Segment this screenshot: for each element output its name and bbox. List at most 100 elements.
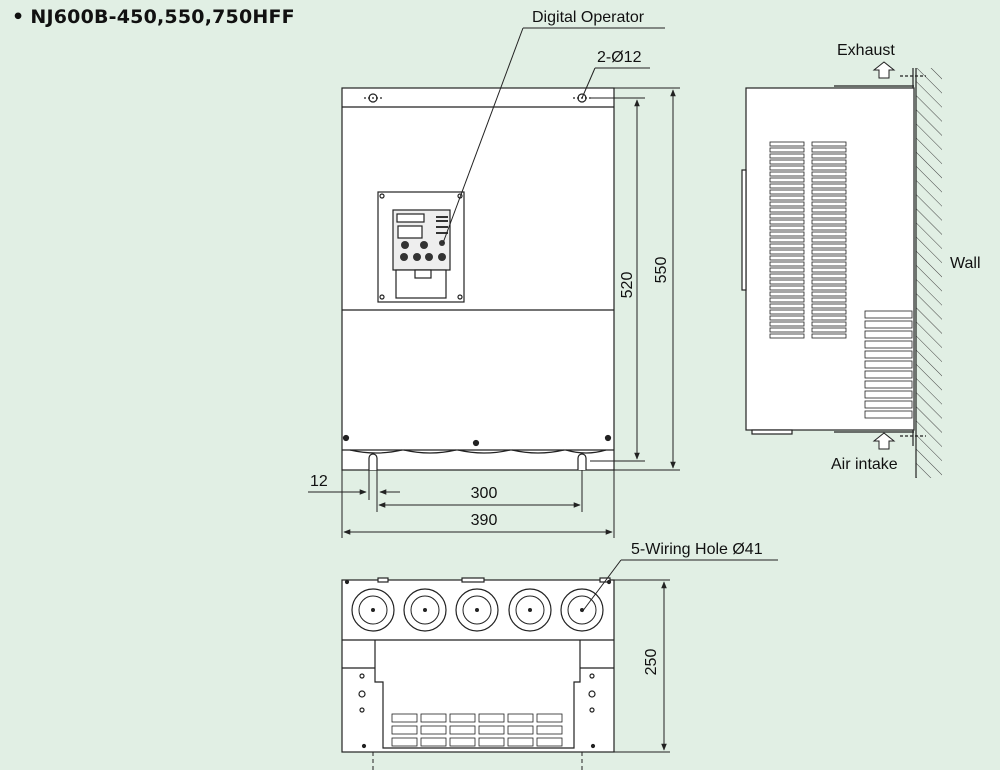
vent-slat (769, 225, 805, 231)
height-outer-label: 550 (653, 257, 670, 284)
vent-slat (769, 165, 805, 171)
depth-dimension (614, 579, 670, 753)
vent-slats-right (811, 141, 847, 339)
model-title: NJ600B-450,550,750HFF (30, 6, 295, 28)
wiring-hole-center (371, 608, 375, 612)
vent-slat (769, 231, 805, 237)
page-title: •NJ600B-450,550,750HFF (12, 6, 295, 28)
vent-slat (811, 237, 847, 243)
vent-slat (769, 195, 805, 201)
side-holes (344, 579, 612, 749)
vent-slot (536, 713, 563, 723)
vent-slat (769, 273, 805, 279)
vent-slat (811, 231, 847, 237)
height-dimensions (590, 87, 680, 471)
vent-slat (811, 261, 847, 267)
vent-slats-left (769, 141, 805, 339)
front-view (341, 87, 615, 471)
vent-slat (811, 333, 847, 339)
vent-slat (769, 141, 805, 147)
vent-slat (864, 390, 913, 399)
vent-slat (811, 273, 847, 279)
vent-slat (811, 177, 847, 183)
mount-holes-label: 2-Ø12 (597, 49, 642, 66)
vent-slot (507, 713, 534, 723)
wiring-holes (351, 588, 604, 632)
vent-slat (811, 225, 847, 231)
vent-slat (811, 195, 847, 201)
mount-slot-bottom-right (577, 453, 587, 470)
vent-slat (811, 147, 847, 153)
vent-slat (769, 237, 805, 243)
vent-slot (478, 713, 505, 723)
vent-slat (769, 207, 805, 213)
vent-slot (449, 725, 476, 735)
vent-slot (449, 713, 476, 723)
vent-slot (391, 725, 418, 735)
vent-slot (536, 737, 563, 747)
screw-dot (472, 439, 480, 447)
vent-slat (811, 303, 847, 309)
vent-slot (391, 713, 418, 723)
vent-slat (811, 327, 847, 333)
vent-slat (864, 340, 913, 349)
vent-slat (769, 171, 805, 177)
vent-slat (811, 309, 847, 315)
keypad-buttons (400, 216, 448, 261)
vent-slat (769, 243, 805, 249)
keypad-base-notch (414, 269, 432, 279)
cable-entry-bumps (349, 449, 607, 454)
vent-slat (864, 330, 913, 339)
vent-slat (864, 350, 913, 359)
vent-slat (769, 285, 805, 291)
vent-slat (811, 207, 847, 213)
vent-slat (769, 159, 805, 165)
vent-slat (864, 410, 913, 419)
bottom-vent-slots (391, 713, 563, 747)
hole-pitch-label: 300 (471, 485, 498, 502)
mount-slot-bottom-left (368, 453, 378, 470)
vent-slat (769, 279, 805, 285)
vent-slat (864, 400, 913, 409)
vent-slat (769, 183, 805, 189)
vent-slats-lower (864, 310, 913, 419)
keypad-display (396, 213, 425, 223)
keypad-display (397, 225, 423, 239)
vent-slat (811, 213, 847, 219)
vent-slat (864, 360, 913, 369)
vent-slat (769, 201, 805, 207)
vent-slat (769, 309, 805, 315)
vent-slat (769, 333, 805, 339)
vent-slat (769, 189, 805, 195)
vent-slot (507, 725, 534, 735)
vent-slat (769, 177, 805, 183)
bullet-icon: • (12, 6, 25, 28)
vent-slat (811, 267, 847, 273)
vent-slat (769, 219, 805, 225)
vent-slat (811, 315, 847, 321)
digital-operator-callout: Digital Operator (442, 9, 665, 244)
air-intake-label: Air intake (831, 456, 898, 473)
vent-slat (864, 310, 913, 319)
vent-slat (811, 153, 847, 159)
width-dimensions (308, 470, 615, 538)
vent-slat (864, 320, 913, 329)
bottom-plate-outline (374, 640, 581, 749)
vent-slat (769, 321, 805, 327)
vent-slat (769, 261, 805, 267)
vent-slot (420, 725, 447, 735)
vent-slot (420, 713, 447, 723)
vent-slat (769, 213, 805, 219)
vent-slot (391, 737, 418, 747)
bottom-centerlines (372, 752, 583, 770)
air-intake-arrow-icon (872, 432, 896, 450)
vent-slat (811, 171, 847, 177)
vent-slot (536, 725, 563, 735)
screw-dot (604, 434, 612, 442)
vent-slat (811, 279, 847, 285)
vent-slat (864, 370, 913, 379)
wall-hatch (916, 68, 942, 478)
mount-hole-top-left (364, 93, 382, 103)
vent-slat (811, 201, 847, 207)
vent-slat (811, 141, 847, 147)
